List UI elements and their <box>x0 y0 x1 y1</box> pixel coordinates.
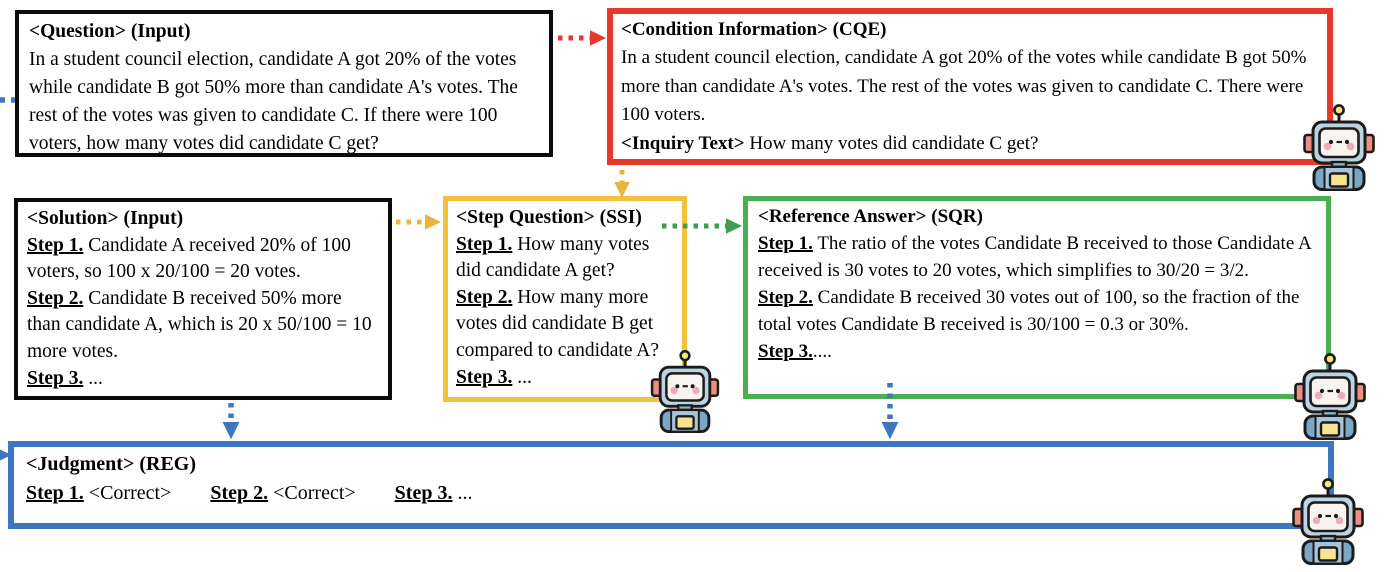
solution-input-box: <Solution> (Input) Step 1. Candidate A r… <box>14 198 392 400</box>
condition-box-body: In a student council election, candidate… <box>621 47 1307 154</box>
judgment-step-3: Step 3. ... <box>394 482 473 504</box>
solution-step-2: Step 2. Candidate B received 50% more th… <box>27 287 372 362</box>
reference-step-1: Step 1. The ratio of the votes Candidate… <box>758 233 1311 281</box>
judgment-box-title: <Judgment> (REG) <box>26 453 197 475</box>
step-question-step-2: Step 2. How many more votes did candidat… <box>456 286 660 361</box>
reference-box-title: <Reference Answer> (SQR) <box>758 206 983 227</box>
judgment-step-2: Step 2. <Correct> <box>210 482 356 504</box>
robot-icon <box>1292 478 1364 565</box>
step-question-step-1: Step 1. How many votes did candidate A g… <box>456 233 650 282</box>
robot-icon <box>1294 353 1366 440</box>
question-box-title: <Question> (Input) <box>29 21 191 42</box>
judgment-box: <Judgment> (REG) Step 1. <Correct> Step … <box>8 441 1334 529</box>
inquiry-text-value: How many votes did candidate C get? <box>744 132 1039 154</box>
reference-step-3: Step 3..... <box>758 341 832 362</box>
solution-step-1: Step 1. Candidate A received 20% of 100 … <box>27 234 351 283</box>
solution-step-3: Step 3. ... <box>27 367 103 389</box>
robot-icon <box>1303 104 1375 191</box>
judgment-step-1: Step 1. <Correct> <box>26 482 172 504</box>
step-question-box-title: <Step Question> (SSI) <box>456 207 642 228</box>
step-question-box: <Step Question> (SSI) Step 1. How many v… <box>443 196 687 402</box>
question-input-box: <Question> (Input) In a student council … <box>15 10 553 157</box>
judgment-steps-row: Step 1. <Correct> Step 2. <Correct> Step… <box>26 479 1316 508</box>
solution-box-title: <Solution> (Input) <box>27 208 184 229</box>
condition-box-title: <Condition Information> (CQE) <box>621 19 887 40</box>
condition-information-box: <Condition Information> (CQE) In a stude… <box>607 8 1333 165</box>
step-question-step-3: Step 3. ... <box>456 366 532 388</box>
reference-answer-box: <Reference Answer> (SQR) Step 1. The rat… <box>743 196 1331 399</box>
inquiry-text-label: <Inquiry Text> <box>621 132 745 154</box>
robot-icon <box>650 350 720 433</box>
question-box-body: In a student council election, candidate… <box>29 49 518 154</box>
reference-step-2: Step 2. Candidate B received 30 votes ou… <box>758 287 1300 335</box>
